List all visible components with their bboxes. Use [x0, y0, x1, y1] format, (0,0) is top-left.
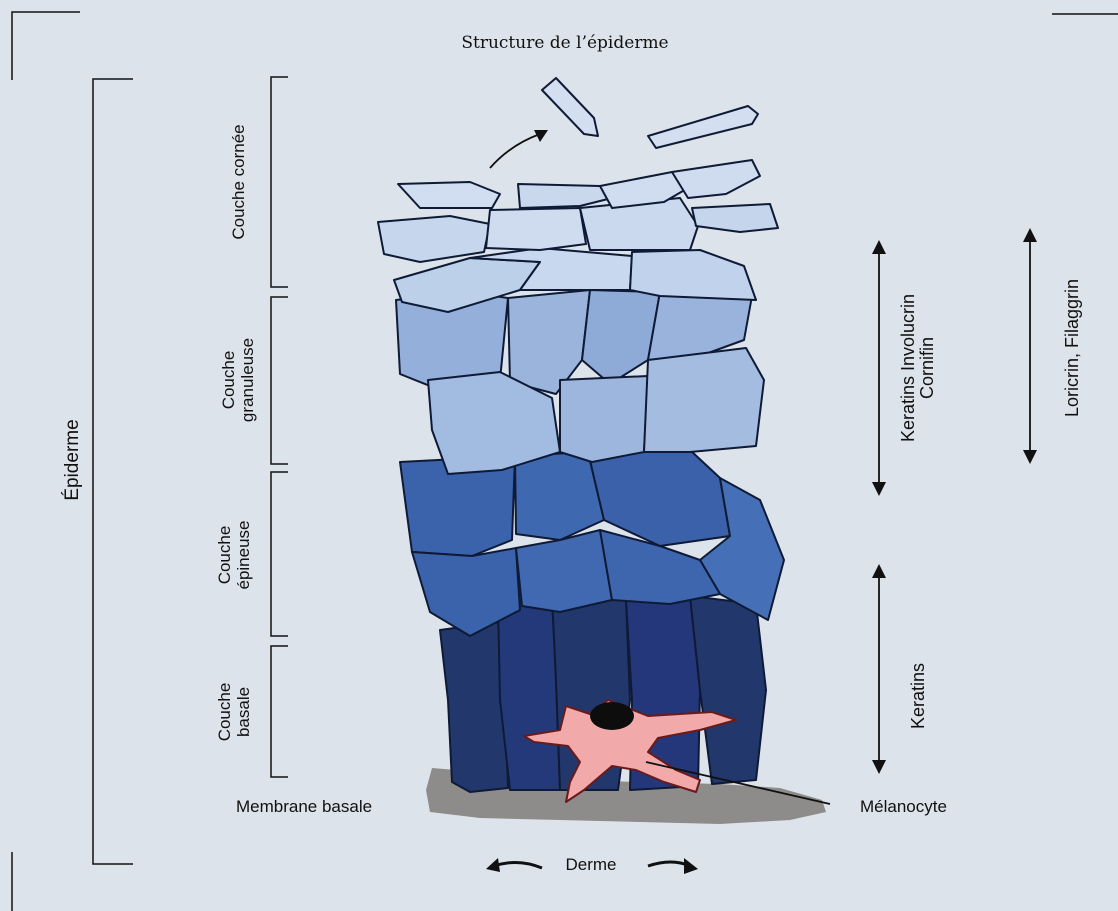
label-couche-granuleuse-2: granuleuse	[238, 338, 257, 422]
label-derme: Derme	[565, 855, 616, 874]
label-couche-basale-2: basale	[234, 687, 253, 737]
corneum-flake	[486, 208, 586, 250]
protein-label-upper-1: Keratins Involucrin	[898, 294, 918, 442]
granular-layer	[396, 290, 764, 474]
basal-cell	[498, 596, 560, 790]
granular-cell	[644, 348, 764, 452]
protein-label-keratins: Keratins	[908, 663, 928, 729]
diagram-title: Structure de l’épiderme	[461, 33, 668, 53]
label-couche-cornee: Couche cornée	[229, 124, 248, 239]
label-couche-epineuse-1: Couche	[215, 526, 234, 585]
label-couche-basale-1: Couche	[215, 683, 234, 742]
protein-label-loricrin-filaggrin: Loricrin, Filaggrin	[1062, 279, 1082, 417]
label-couche-granuleuse-1: Couche	[219, 351, 238, 410]
protein-label-upper-2: Cornifin	[917, 337, 937, 399]
corneum-flake	[692, 204, 778, 232]
label-melanocyte: Mélanocyte	[860, 797, 947, 816]
label-couche-epineuse-2: épineuse	[234, 520, 253, 589]
label-membrane-basale: Membrane basale	[236, 797, 372, 816]
granular-cell	[560, 376, 648, 462]
epidermis-label: Épiderme	[62, 419, 83, 500]
melanocyte-nucleus	[590, 702, 634, 730]
